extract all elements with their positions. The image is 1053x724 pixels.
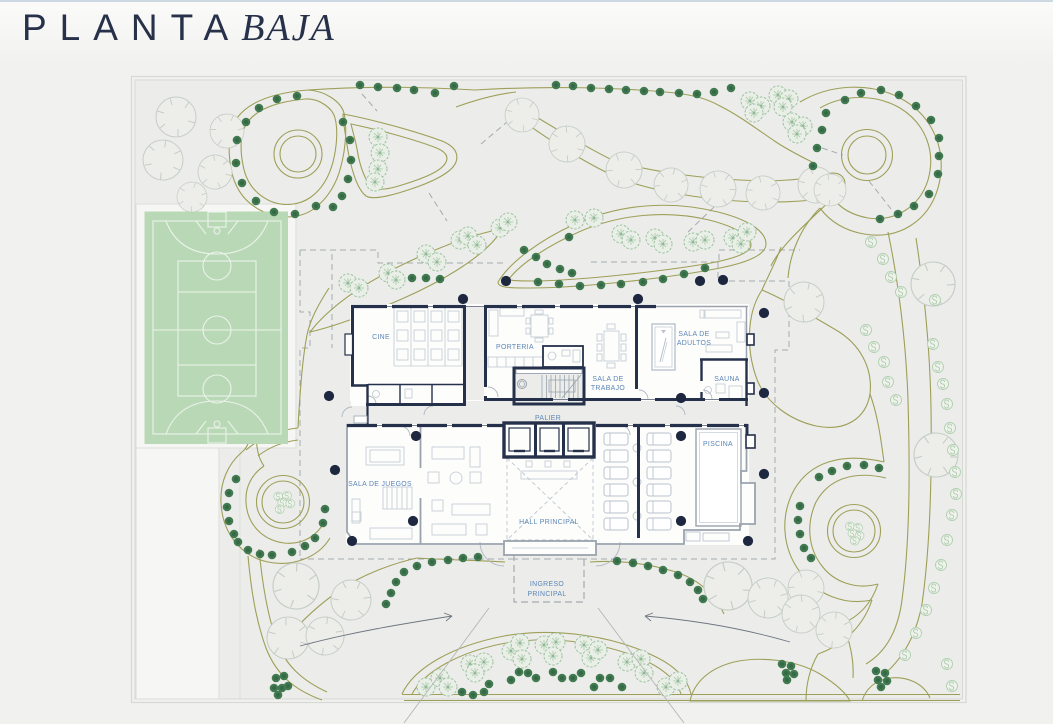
svg-text:HALL PRINCIPAL: HALL PRINCIPAL [519, 519, 579, 526]
svg-text:ADULTOS: ADULTOS [677, 340, 711, 347]
svg-text:SAUNA: SAUNA [714, 376, 740, 383]
svg-text:CINE: CINE [372, 334, 390, 341]
svg-text:PORTERIA: PORTERIA [496, 344, 534, 351]
svg-text:TRABAJO: TRABAJO [591, 385, 626, 392]
svg-text:PISCINA: PISCINA [703, 441, 733, 448]
svg-text:SALA DE: SALA DE [592, 376, 623, 383]
svg-text:PRINCIPAL: PRINCIPAL [527, 591, 566, 598]
svg-text:PALIER: PALIER [535, 415, 561, 422]
svg-text:SALA DE JUEGOS: SALA DE JUEGOS [348, 481, 412, 488]
svg-text:SALA DE: SALA DE [678, 331, 709, 338]
svg-text:INGRESO: INGRESO [530, 581, 565, 588]
